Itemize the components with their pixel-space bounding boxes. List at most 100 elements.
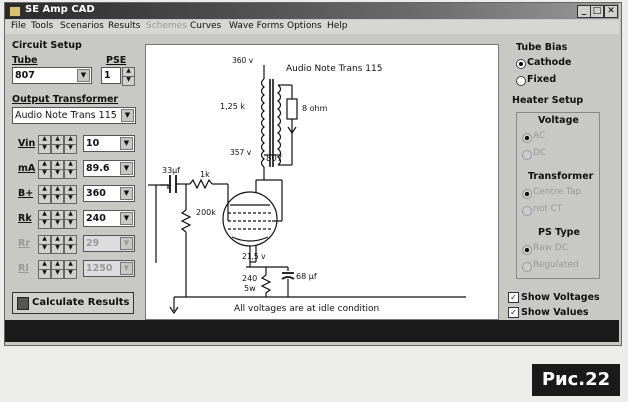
tube-value: 807 (15, 70, 35, 81)
tube-select[interactable]: 807 ▼ (12, 67, 92, 84)
bplus-voltage-label: 360 v (232, 56, 254, 65)
calculate-results-button[interactable]: Calculate Results (12, 292, 134, 314)
decrement-button[interactable]: ▼ (38, 219, 51, 229)
voltage-dc-label: DC (533, 148, 547, 158)
pse-value: 1 (104, 70, 111, 81)
param-value: 240 (86, 213, 106, 224)
decrement-button[interactable]: ▼ (38, 244, 51, 254)
param-label: B+ (18, 188, 34, 199)
decrement-button[interactable]: ▼ (64, 144, 77, 154)
decrement-button[interactable]: ▼ (38, 144, 51, 154)
pse-down-button[interactable]: ▼ (122, 76, 135, 86)
cathode-cap-label: 68 µf (296, 272, 317, 281)
decrement-button[interactable]: ▼ (64, 244, 77, 254)
pse-input[interactable]: 1 (101, 67, 121, 84)
param-label: Rk (18, 213, 32, 224)
transformer-heading: Transformer (528, 171, 594, 182)
circuit-setup-heading: Circuit Setup (12, 40, 82, 51)
decrement-button[interactable]: ▼ (51, 219, 64, 229)
status-bar (5, 320, 619, 342)
param-select[interactable]: 10▼ (83, 135, 135, 152)
chevron-down-icon[interactable]: ▼ (120, 262, 133, 275)
transformer-not-ct-label: not CT (533, 204, 563, 214)
ps-raw-dc-label: Raw DC (533, 243, 569, 253)
decrement-button[interactable]: ▼ (64, 194, 77, 204)
decrement-button[interactable]: ▼ (38, 169, 51, 179)
voltage-ac-label: AC (533, 131, 546, 141)
idle-condition-note: All voltages are at idle condition (234, 304, 379, 314)
param-select[interactable]: 1250▼ (83, 260, 135, 277)
menu-schemes[interactable]: Schemes (146, 21, 187, 31)
menu-file[interactable]: File (11, 21, 27, 31)
param-label: Rr (18, 238, 31, 249)
tube-bias-heading: Tube Bias (516, 42, 568, 53)
cathode-voltage-label: 21,5 v (242, 252, 266, 261)
calculate-results-label: Calculate Results (32, 297, 130, 308)
param-select[interactable]: 89.6▼ (83, 160, 135, 177)
bias-cathode-radio[interactable] (516, 59, 526, 69)
decrement-button[interactable]: ▼ (51, 144, 64, 154)
heater-setup-heading: Heater Setup (512, 95, 584, 106)
chevron-down-icon[interactable]: ▼ (77, 69, 90, 82)
show-values-checkbox[interactable]: ✓ (508, 307, 519, 318)
decrement-button[interactable]: ▼ (38, 269, 51, 279)
ps-regulated-radio[interactable] (522, 262, 532, 272)
menu-results[interactable]: Results (108, 21, 141, 31)
pse-label: PSE (106, 55, 127, 66)
decrement-button[interactable]: ▼ (64, 219, 77, 229)
load-label: 8 ohm (302, 104, 328, 113)
voltage-dc-radio[interactable] (522, 150, 532, 160)
output-transformer-value: Audio Note Trans 115 (15, 110, 117, 121)
transformer-centre-tap-radio[interactable] (522, 189, 532, 199)
param-select[interactable]: 240 ▼ (83, 210, 135, 227)
menu-scenarios[interactable]: Scenarios (60, 21, 104, 31)
menu-help[interactable]: Help (327, 21, 348, 31)
chevron-down-icon[interactable]: ▼ (121, 109, 134, 122)
param-select[interactable]: 360 ▼ (83, 185, 135, 202)
param-select[interactable]: 29▼ (83, 235, 135, 252)
voltage-ac-radio[interactable] (522, 133, 532, 143)
chevron-down-icon[interactable]: ▼ (120, 237, 133, 250)
decrement-button[interactable]: ▼ (51, 244, 64, 254)
chevron-down-icon[interactable]: ▼ (120, 162, 133, 175)
window-title: SE Amp CAD (25, 4, 95, 15)
close-button[interactable]: ✕ (604, 5, 618, 18)
ps-raw-dc-radio[interactable] (522, 245, 532, 255)
schematic-canvas: 360 v Audio Note Trans 115 1,25 k 8 ohm … (145, 44, 499, 320)
menu-wave-forms[interactable]: Wave Forms (229, 21, 284, 31)
param-value: 360 (86, 188, 106, 199)
decrement-button[interactable]: ▼ (51, 269, 64, 279)
transformer-label: Audio Note Trans 115 (286, 64, 382, 74)
tube-label: Tube (12, 55, 38, 66)
bias-cathode-label: Cathode (527, 57, 572, 68)
menu-tools[interactable]: Tools (31, 21, 54, 31)
show-voltages-checkbox[interactable]: ✓ (508, 292, 519, 303)
bias-fixed-label: Fixed (527, 74, 557, 85)
cathode-resistor-power-label: 5w (244, 284, 256, 293)
output-transformer-select[interactable]: Audio Note Trans 115 ▼ (12, 107, 136, 124)
menu-bar: File Tools Scenarios Results Schemes Cur… (5, 20, 619, 34)
primary-impedance-label: 1,25 k (220, 102, 245, 111)
minimize-button[interactable]: _ (577, 5, 591, 18)
maximize-button[interactable]: □ (590, 5, 604, 18)
figure-label: Рис.22 (532, 364, 620, 396)
chevron-down-icon[interactable]: ▼ (120, 212, 133, 225)
menu-options[interactable]: Options (287, 21, 322, 31)
decrement-button[interactable]: ▼ (38, 194, 51, 204)
chevron-down-icon[interactable]: ▼ (120, 137, 133, 150)
bias-fixed-radio[interactable] (516, 76, 526, 86)
show-values-label: Show Values (521, 307, 589, 318)
app-icon (9, 6, 21, 17)
decrement-button[interactable]: ▼ (64, 269, 77, 279)
decrement-button[interactable]: ▼ (51, 194, 64, 204)
param-label: Vin (18, 138, 36, 149)
transformer-not-ct-radio[interactable] (522, 206, 532, 216)
chevron-down-icon[interactable]: ▼ (120, 187, 133, 200)
grid-leak-label: 200k (196, 208, 216, 217)
menu-curves[interactable]: Curves (190, 21, 222, 31)
calculator-icon (17, 297, 29, 310)
decrement-button[interactable]: ▼ (51, 169, 64, 179)
decrement-button[interactable]: ▼ (64, 169, 77, 179)
voltage-heading: Voltage (538, 115, 579, 126)
schematic-diagram: 360 v Audio Note Trans 115 1,25 k 8 ohm … (148, 56, 466, 315)
